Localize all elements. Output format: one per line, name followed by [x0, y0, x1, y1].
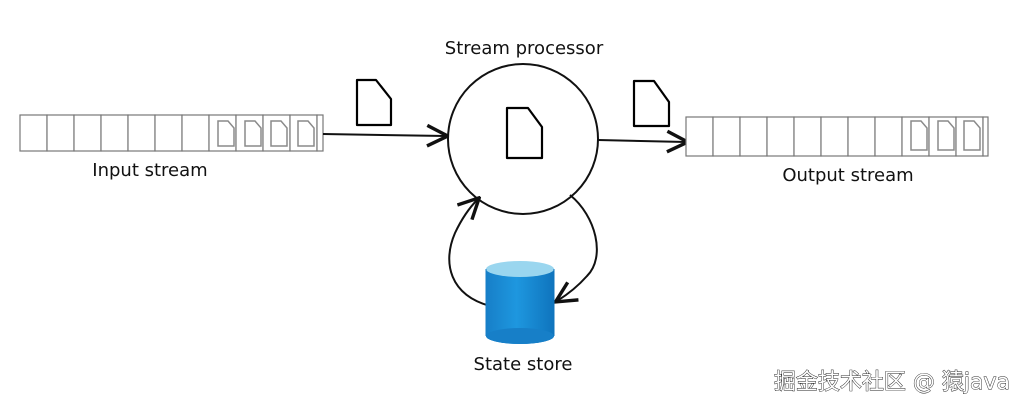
output-record-icon [910, 120, 928, 151]
input-record-icon [217, 120, 235, 147]
processor-title: Stream processor [445, 38, 604, 59]
input-record-icon [244, 120, 262, 147]
input-record-icon [270, 120, 288, 147]
output-record-icon [937, 120, 955, 151]
output-moving-record-icon [632, 79, 671, 128]
stream-processor: Stream processor [445, 38, 604, 215]
output-record-icon [963, 120, 981, 151]
input-arrow [322, 134, 446, 136]
state-store-label: State store [474, 354, 573, 375]
output-stream-label: Output stream [782, 165, 913, 186]
state-write-arrow [557, 194, 598, 301]
moving-record-icon [355, 78, 393, 127]
state-read-arrow [448, 199, 491, 307]
output-stream: Output stream [685, 116, 989, 186]
input-stream-label: Input stream [92, 160, 207, 181]
processing-record-icon [505, 106, 544, 160]
output-arrow [597, 140, 686, 142]
watermark-text: 掘金技术社区 @ 猿java [774, 370, 1010, 395]
state-store: State store [474, 261, 573, 375]
input-record-icon [297, 120, 315, 147]
input-stream: Input stream [19, 114, 324, 181]
